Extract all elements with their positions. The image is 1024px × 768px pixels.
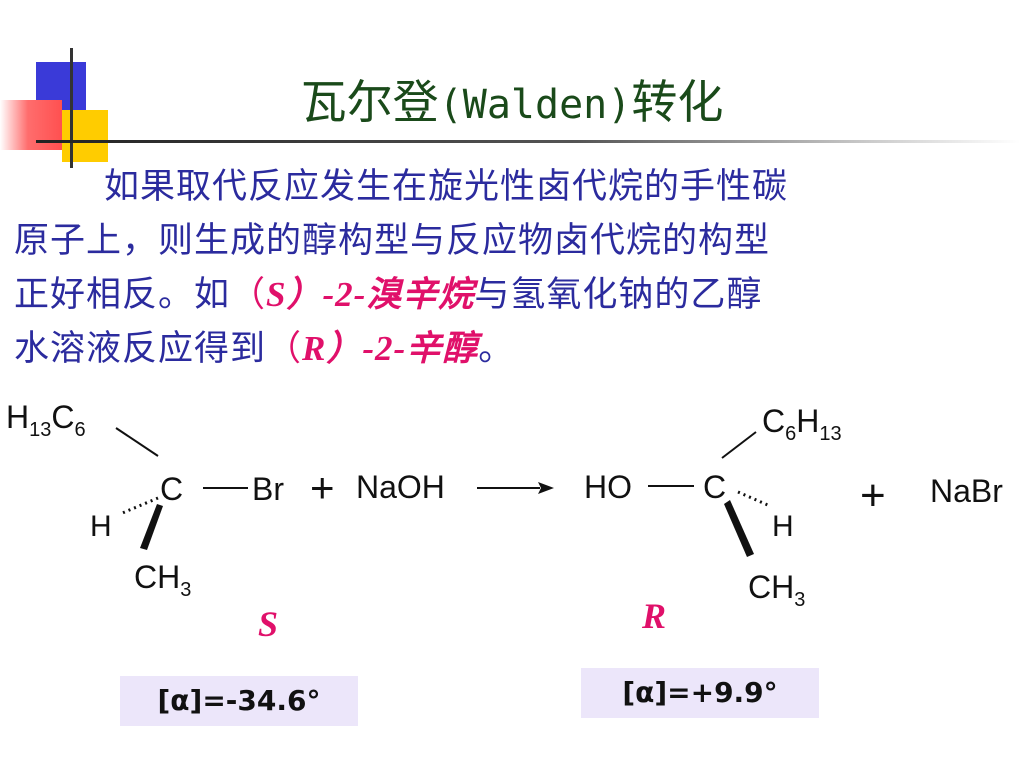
left-leaving-group: Br <box>252 471 284 507</box>
rotation-box-s: [α]=-34.6° <box>120 676 358 726</box>
arrow-head <box>538 482 554 494</box>
plus-sign-2: + <box>860 471 886 520</box>
highlight-s-bromooctane: （S）-2-溴辛烷 <box>230 275 475 315</box>
label-r-configuration: R <box>641 596 666 636</box>
rotation-box-r: [α]=+9.9° <box>581 668 819 718</box>
plus-sign-1: + <box>310 464 335 511</box>
left-methyl: CH3 <box>134 559 191 601</box>
right-hydroxyl: HO <box>584 469 632 505</box>
left-substituent: H13C6 <box>6 399 86 441</box>
para-line-3: 正好相反。如（S）-2-溴辛烷与氢氧化钠的乙醇 <box>14 275 763 315</box>
decor-yellow-square <box>62 110 108 162</box>
right-bond-upper <box>721 431 757 459</box>
left-center-carbon: C <box>160 471 183 507</box>
left-hydrogen: H <box>90 510 112 543</box>
left-bond-hashed <box>119 496 159 516</box>
right-hydrogen: H <box>772 510 794 543</box>
reaction-scheme: H13C6 C Br H CH3 + NaOH HO C C6H13 H CH3… <box>6 399 1003 644</box>
decor-vertical-line <box>70 48 73 168</box>
para-line-2: 原子上，则生成的醇构型与反应物卤代烷的构型 <box>14 221 771 261</box>
slide-title: 瓦尔登(Walden)转化 <box>300 75 724 129</box>
right-substituent: C6H13 <box>762 403 842 445</box>
right-bond-hashed <box>737 490 771 508</box>
product-nabr: NaBr <box>930 473 1003 509</box>
para-line-1: 如果取代反应发生在旋光性卤代烷的手性碳 <box>104 167 789 207</box>
label-s-configuration: S <box>258 604 278 644</box>
reagent-naoh: NaOH <box>356 469 445 505</box>
title-underline <box>36 140 1020 143</box>
right-center-carbon: C <box>703 469 726 505</box>
left-bond-upper <box>115 427 159 457</box>
right-methyl: CH3 <box>748 569 805 611</box>
right-bond-wedge <box>724 500 754 557</box>
body-paragraph: 如果取代反应发生在旋光性卤代烷的手性碳 原子上，则生成的醇构型与反应物卤代烷的构… <box>14 160 1004 376</box>
highlight-r-octanol: （R）-2-辛醇 <box>266 329 479 369</box>
left-bond-wedge <box>140 504 163 550</box>
para-line-4: 水溶液反应得到（R）-2-辛醇。 <box>14 329 515 369</box>
